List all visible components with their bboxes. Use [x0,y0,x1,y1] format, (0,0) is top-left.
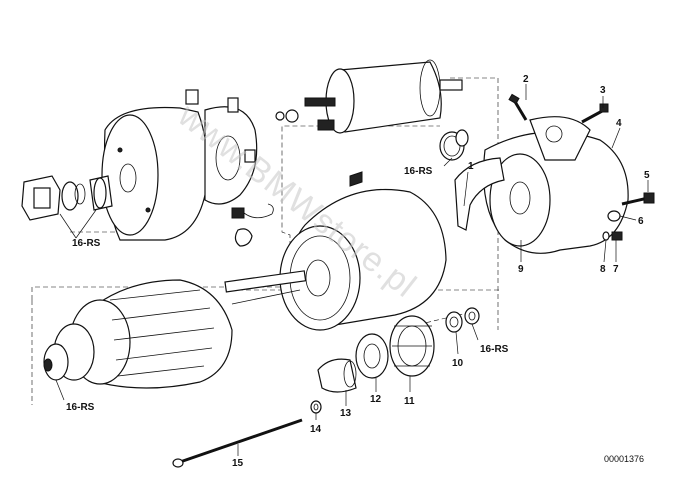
label-part-15: 15 [232,458,244,469]
field-frame-housing [279,171,447,331]
drive-end-housing [482,116,629,254]
seal-ring-solenoid [439,129,469,161]
label-part-12: 12 [370,394,382,405]
label-16rs-mid: 16-RS [404,166,433,177]
label-part-6: 6 [638,216,644,227]
brush-holder-plate [185,89,274,247]
label-part-14: 14 [310,424,322,435]
label-16rs-left-bottom: 16-RS [66,402,95,413]
label-part-7: 7 [613,264,619,275]
washer-6 [607,210,621,222]
bolt-5 [621,192,655,206]
washer-8 [602,231,610,241]
armature [43,270,307,389]
label-part-2: 2 [523,74,529,85]
nut-7 [611,231,623,241]
bolt-3 [581,103,609,124]
label-part-1: 1 [468,161,474,172]
label-16rs-left-top: 16-RS [72,238,101,249]
assembly-guide-lines [31,77,500,405]
seal-ring-right [464,307,480,325]
pinion-11 [389,315,435,377]
through-bolt-15 [172,418,303,468]
label-part-3: 3 [600,85,606,96]
label-part-8: 8 [600,264,606,275]
part-labels: 1 2 3 4 5 6 7 8 9 10 11 12 13 14 15 16-R… [66,74,650,469]
end-cap-assembly [21,175,113,221]
collar-12 [355,333,389,379]
label-part-9: 9 [518,264,524,275]
label-16rs-right: 16-RS [480,344,509,355]
label-part-5: 5 [644,170,650,181]
ring-10 [445,311,463,333]
bolt-2 [508,93,528,121]
label-part-4: 4 [616,118,622,129]
reference-number: 00001376 [604,454,644,464]
label-part-13: 13 [340,408,352,419]
brush-end-cover [101,106,208,241]
bushing-13 [317,358,357,393]
label-part-10: 10 [452,358,464,369]
leader-lines [55,84,649,456]
washer-14 [310,400,322,414]
label-part-11: 11 [404,396,415,407]
solenoid-switch [275,59,463,134]
